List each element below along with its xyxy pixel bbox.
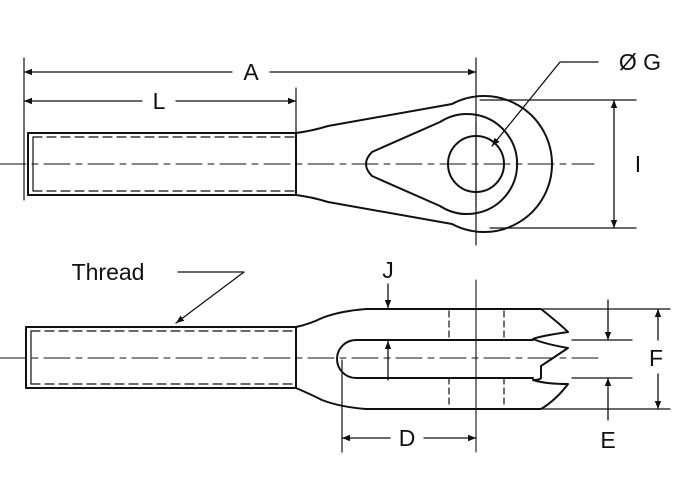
label-D: D: [399, 425, 416, 451]
top-view: [0, 57, 637, 246]
label-I: I: [635, 151, 641, 177]
label-L: L: [153, 88, 166, 114]
label-F: F: [649, 345, 663, 371]
label-J: J: [382, 257, 394, 283]
hidden-pin-hole: [448, 310, 505, 409]
fork-outline: [295, 308, 569, 410]
leader-thread: [175, 271, 245, 324]
label-A: A: [243, 59, 259, 85]
fork-slot: [336, 339, 534, 379]
label-G: Ø G: [619, 49, 661, 75]
leader-G: [491, 61, 599, 147]
label-E: E: [600, 427, 615, 453]
threaded-shank-bottom: [25, 326, 297, 389]
bottom-view: [0, 279, 671, 453]
eye-inner-teardrop: [365, 113, 519, 215]
label-thread: Thread: [72, 259, 145, 285]
